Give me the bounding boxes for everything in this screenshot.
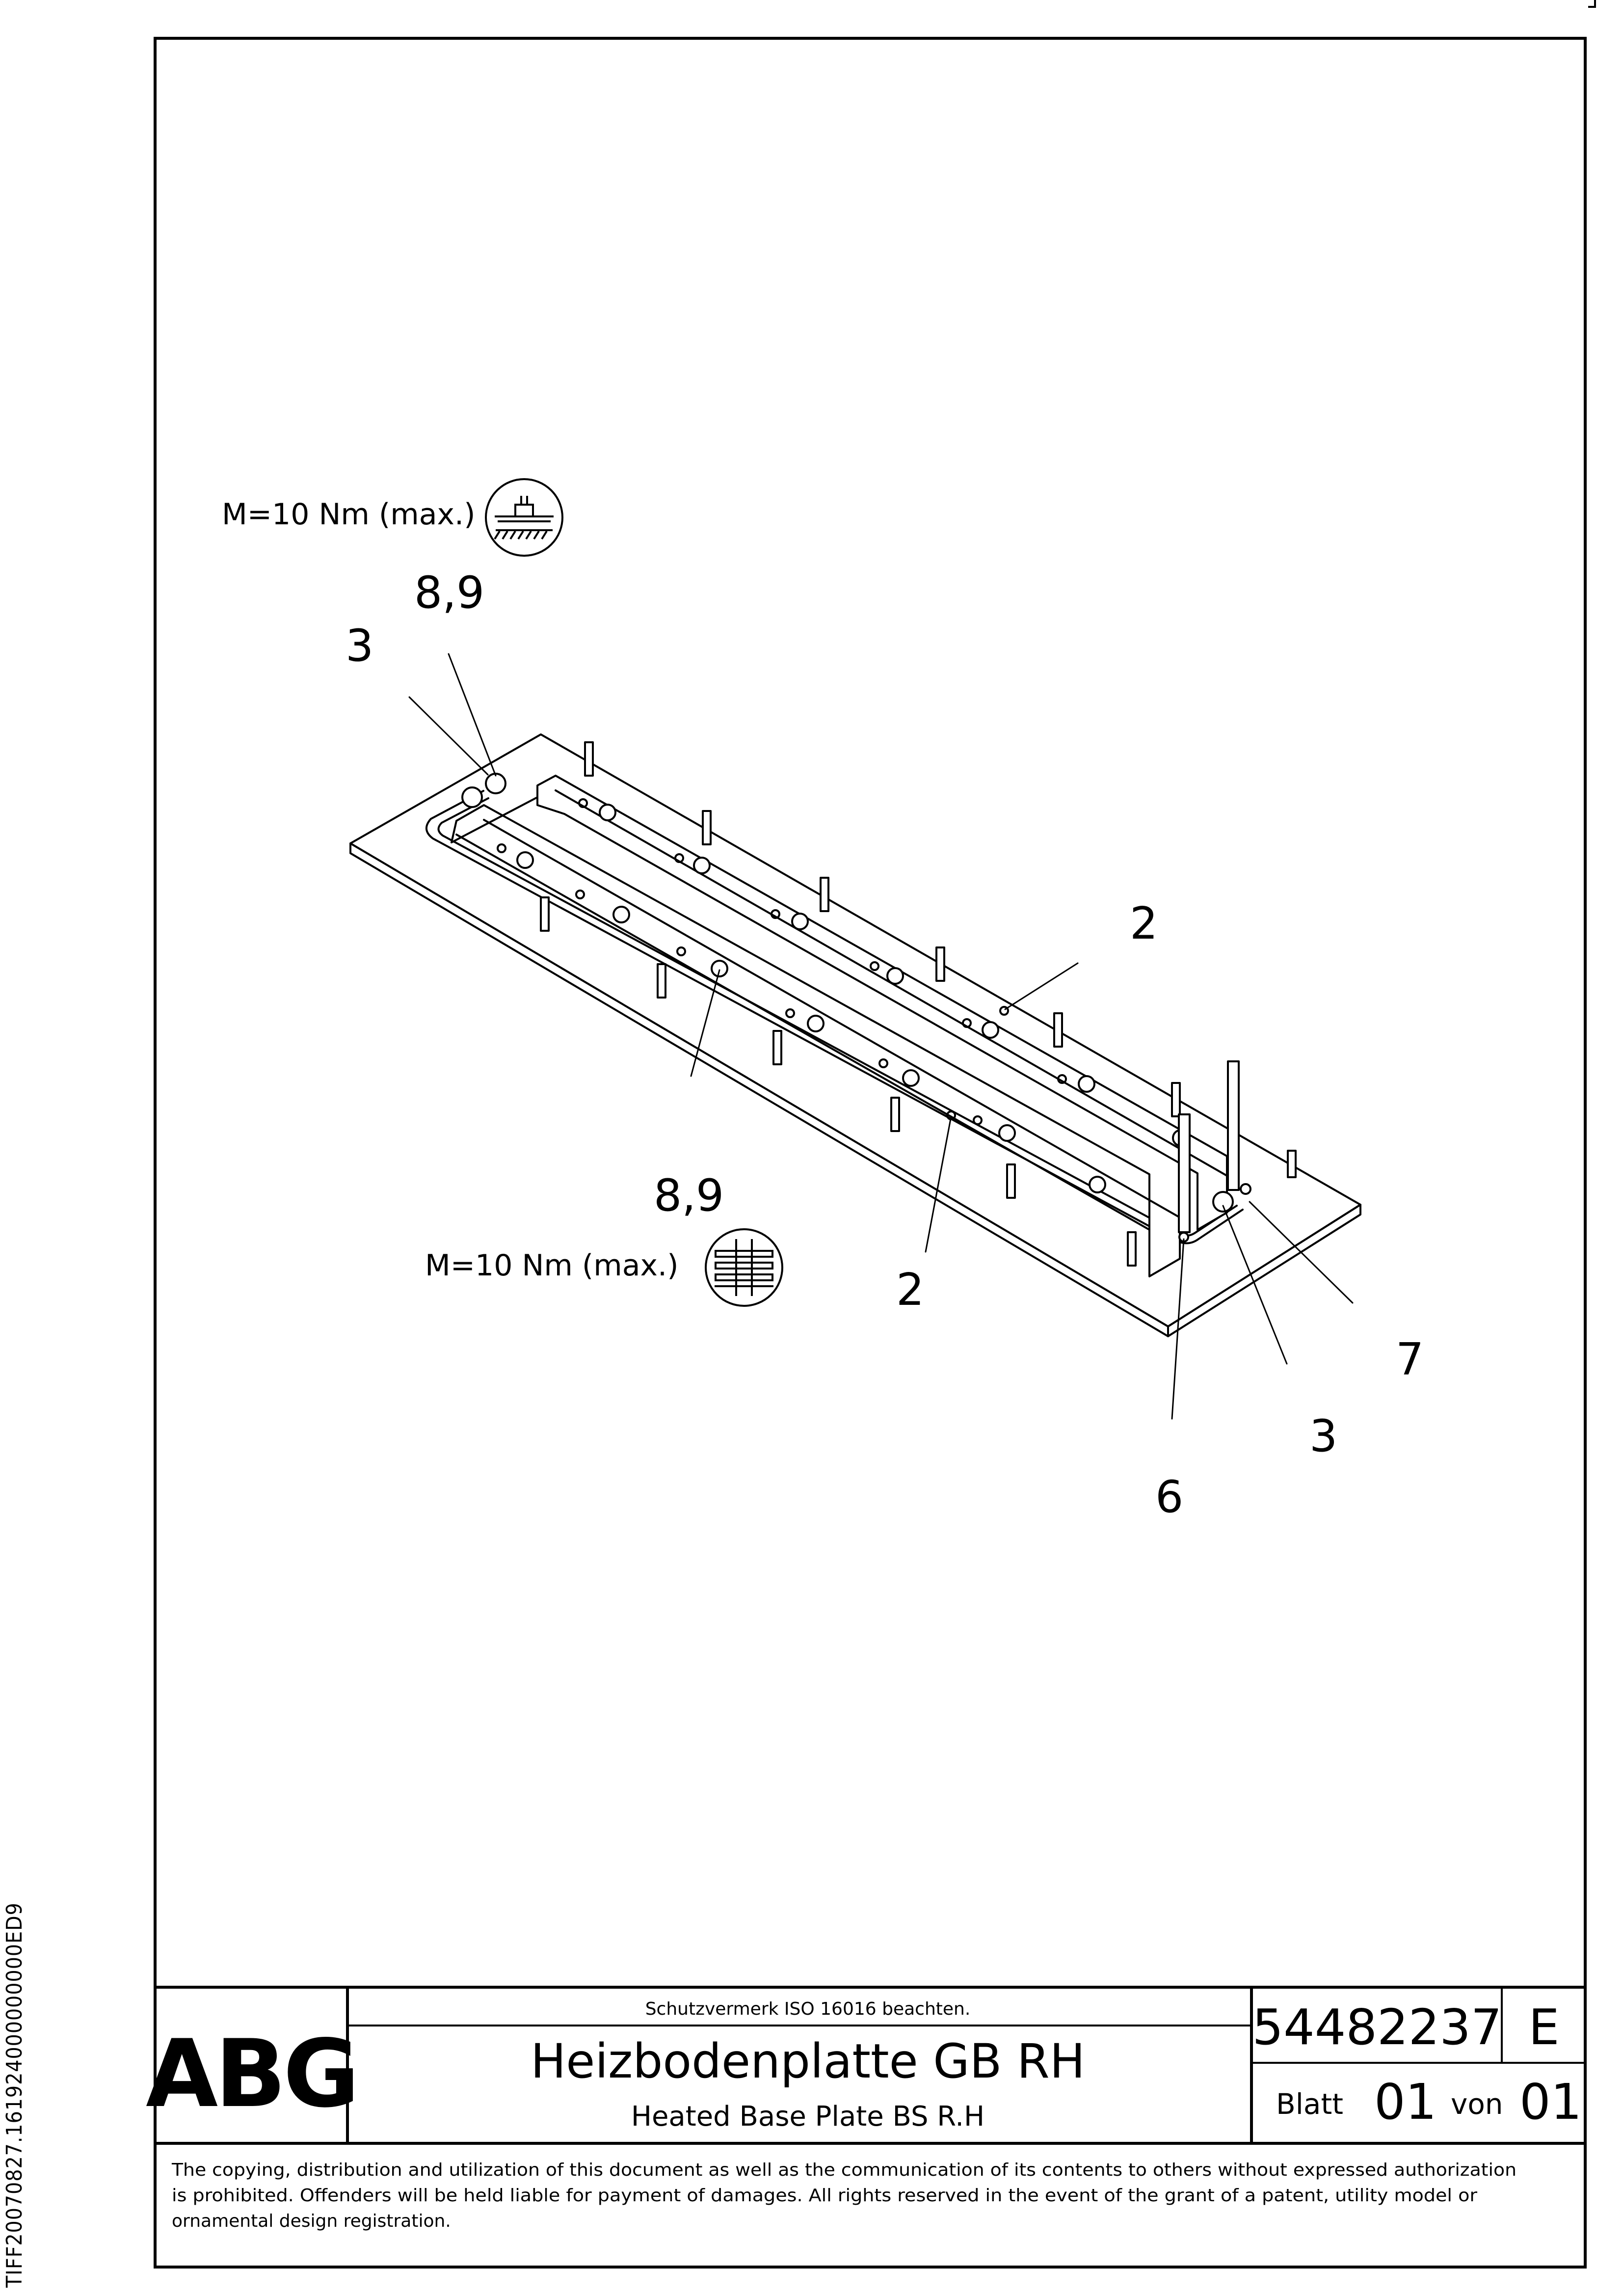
callout-labels: M=10 Nm (max.) M=10 Nm (max.) 8,9 3 2 8,… — [222, 497, 1424, 1523]
of-label: von — [1451, 2087, 1503, 2121]
callout-3-top: 3 — [346, 620, 373, 672]
title-english: Heated Base Plate BS R.H — [631, 2101, 984, 2133]
sheet-number: 01 — [1374, 2073, 1437, 2131]
holes — [497, 798, 1067, 1125]
callout-2-right: 2 — [1130, 898, 1158, 949]
abg-logo: ABG — [146, 2020, 357, 2128]
sheet-total: 01 — [1519, 2073, 1582, 2131]
callout-3-bottom: 3 — [1309, 1410, 1337, 1462]
revision: E — [1528, 1999, 1559, 2056]
heating-tube — [426, 790, 1244, 1244]
nuts-front — [516, 851, 1106, 1193]
leader-lines — [408, 653, 1354, 1420]
assembly-drawing — [349, 653, 1361, 1420]
copyright-line-3: ornamental design registration. — [172, 2211, 451, 2231]
studs — [540, 741, 1297, 1267]
protection-note: Schutzvermerk ISO 16016 beachten. — [645, 1999, 971, 2019]
sheet-frame — [154, 37, 1587, 2269]
torque-label-bottom: M=10 Nm (max.) — [425, 1248, 678, 1283]
callout-89-mid: 8,9 — [654, 1170, 724, 1221]
side-document-code: TIFF20070827.161924000000000ED9 — [2, 1902, 27, 2288]
callout-6: 6 — [1155, 1471, 1183, 1523]
title-block — [155, 1986, 1585, 2145]
base-plate — [349, 733, 1361, 1327]
title-german: Heizbodenplatte GB RH — [531, 2034, 1085, 2089]
copyright-line-1: The copying, distribution and utilizatio… — [171, 2160, 1517, 2180]
copyright-line-2: is prohibited. Offenders will be held li… — [172, 2186, 1477, 2206]
torque-symbol-bottom — [705, 1228, 783, 1307]
copyright-notice: The copying, distribution and utilizatio… — [171, 2160, 1517, 2231]
callout-2-bottom: 2 — [896, 1264, 924, 1316]
title-block-texts: ABG Schutzvermerk ISO 16016 beachten. He… — [146, 1999, 1582, 2133]
sheet-label: Blatt — [1276, 2087, 1343, 2121]
callout-7: 7 — [1396, 1334, 1424, 1385]
part-number: 54482237 — [1252, 1999, 1502, 2056]
torque-symbol-top — [485, 478, 563, 557]
torque-label-top: M=10 Nm (max.) — [222, 497, 475, 532]
callout-89-top: 8,9 — [414, 567, 484, 619]
rail-rear — [536, 775, 1228, 1231]
